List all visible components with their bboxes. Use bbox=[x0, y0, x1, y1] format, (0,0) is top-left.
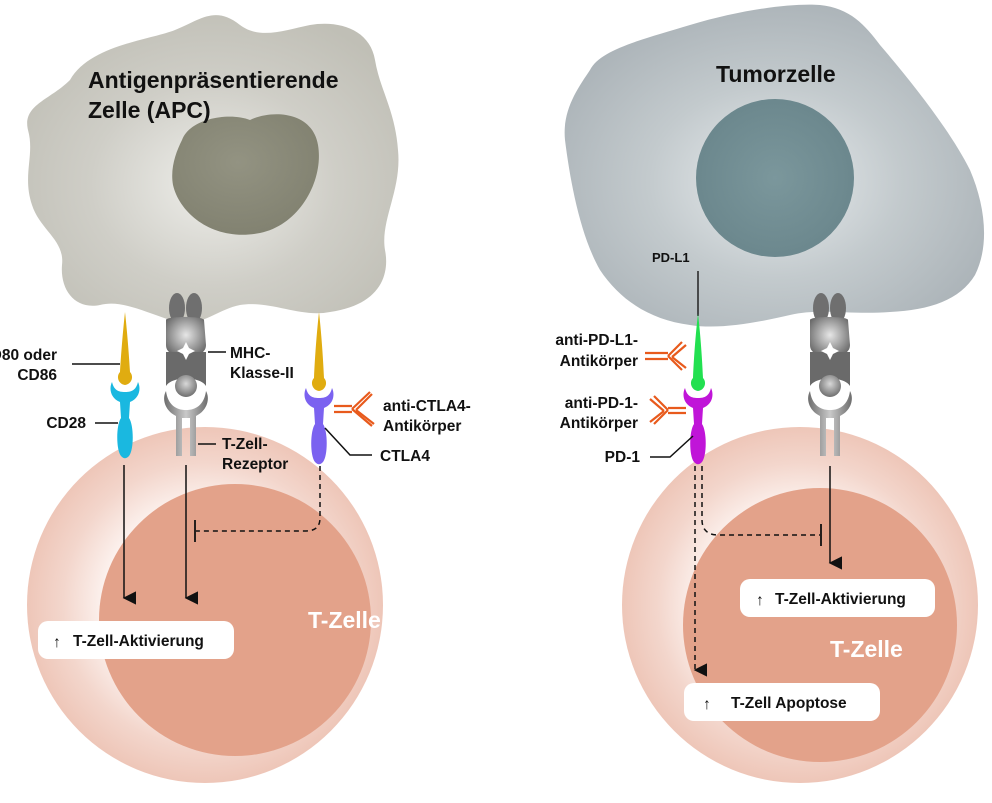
mhc-label-line1: MHC- bbox=[230, 345, 270, 362]
ctla4-leader-line bbox=[324, 427, 372, 456]
cd28-receptor bbox=[110, 382, 140, 459]
apoptosis-text: T-Zell Apoptose bbox=[731, 695, 847, 712]
anti-pdl1-label-line1: anti-PD-L1- bbox=[555, 332, 638, 349]
tumor-nucleus bbox=[696, 99, 854, 257]
pd1-inhibition-line bbox=[701, 466, 820, 536]
anti-ctla4-antibody-icon bbox=[334, 391, 375, 427]
tcr-label-line2: Rezeptor bbox=[222, 456, 288, 473]
left-activation-box: ↑ T-Zell-Aktivierung bbox=[38, 621, 234, 659]
apc-nucleus bbox=[172, 114, 319, 235]
cd80-label-line1: CD80 oder bbox=[0, 347, 57, 364]
anti-pdl1-label-line2: Antikörper bbox=[560, 353, 638, 370]
apc-cell: Antigenpräsentierende Zelle (APC) bbox=[27, 15, 399, 323]
right-activation-box: ↑ T-Zell-Aktivierung bbox=[740, 579, 935, 617]
pd1-leader-line bbox=[650, 435, 694, 458]
anti-pd1-label-line1: anti-PD-1- bbox=[565, 395, 638, 412]
cd80-ligand bbox=[117, 312, 133, 385]
t-cell-left: T-Zelle bbox=[27, 427, 383, 783]
left-activation-arrow-icon: ↑ bbox=[53, 634, 61, 651]
anti-pdl1-antibody-icon bbox=[645, 341, 687, 371]
cd80-label-line2: CD86 bbox=[17, 367, 57, 384]
t-cell-left-cytoplasm bbox=[99, 484, 371, 756]
anti-ctla4-label-line1: anti-CTLA4- bbox=[383, 398, 471, 415]
tcr-label-line1: T-Zell- bbox=[222, 436, 268, 453]
anti-ctla4-label-line2: Antikörper bbox=[383, 418, 461, 435]
t-cell-right-label: T-Zelle bbox=[830, 636, 903, 662]
t-cell-left-label: T-Zelle bbox=[308, 607, 381, 633]
pdl1-ligand bbox=[690, 314, 706, 391]
mhc-label-line2: Klasse-II bbox=[230, 365, 294, 382]
ctla4-inhibition-line bbox=[196, 466, 321, 532]
tumor-title: Tumorzelle bbox=[716, 61, 836, 87]
pd1-receptor bbox=[683, 388, 713, 465]
ctla4-label: CTLA4 bbox=[380, 448, 430, 465]
mhc-tcr-complex-left bbox=[164, 293, 208, 456]
right-activation-text: T-Zell-Aktivierung bbox=[775, 591, 906, 608]
cd80-ligand-ctla4-side bbox=[311, 312, 327, 391]
anti-pd1-label-line2: Antikörper bbox=[560, 415, 638, 432]
tumor-cell: Tumorzelle bbox=[564, 4, 985, 327]
apc-title-line1: Antigenpräsentierende bbox=[88, 67, 339, 93]
apoptosis-arrow-icon: ↑ bbox=[703, 696, 711, 713]
left-activation-text: T-Zell-Aktivierung bbox=[73, 633, 204, 650]
pdl1-label: PD-L1 bbox=[652, 250, 690, 265]
ctla4-receptor bbox=[304, 388, 334, 465]
apc-title-line2: Zelle (APC) bbox=[88, 97, 211, 123]
apoptosis-box: ↑ T-Zell Apoptose bbox=[684, 683, 880, 721]
cd28-label: CD28 bbox=[46, 415, 86, 432]
pd1-label: PD-1 bbox=[605, 449, 641, 466]
right-activation-arrow-icon: ↑ bbox=[756, 592, 764, 609]
anti-pd1-antibody-icon bbox=[649, 395, 686, 425]
